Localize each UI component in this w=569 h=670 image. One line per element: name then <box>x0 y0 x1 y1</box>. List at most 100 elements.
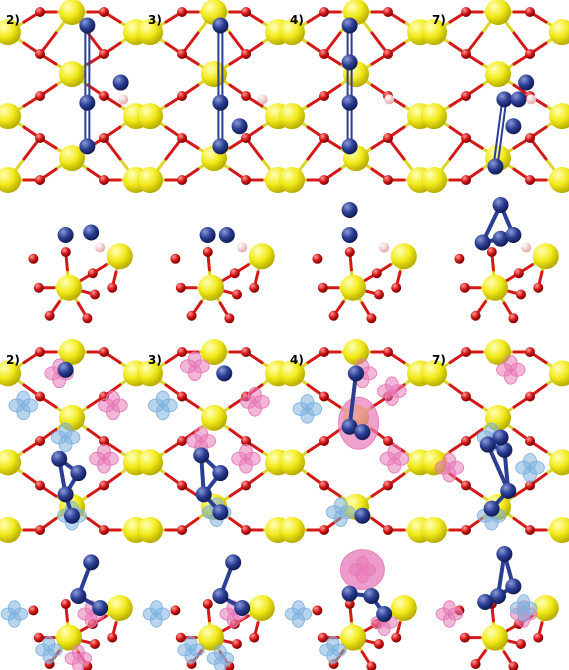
density-loss-lobe <box>155 403 170 421</box>
oxygen-atom <box>60 247 71 257</box>
lattice-atom <box>279 167 305 193</box>
adsorbate-atom <box>195 486 212 503</box>
oxygen-atom <box>249 282 260 293</box>
adsorbate-atom <box>492 429 509 446</box>
adsorbate-atom <box>212 94 229 111</box>
lattice-atom <box>485 0 511 25</box>
adsorbate-atom <box>492 197 509 213</box>
hydrogen-atom <box>379 242 390 253</box>
slab-atom <box>482 624 509 651</box>
adsorbate-atom <box>479 436 496 453</box>
oxygen-atom <box>461 133 471 143</box>
density-panel-2 <box>137 339 291 543</box>
slab-atom <box>340 624 367 651</box>
lattice-atom <box>0 360 21 387</box>
oxygen-atom <box>383 347 393 357</box>
oxygen-atom <box>344 247 355 257</box>
adsorbate-atom <box>57 486 74 503</box>
oxygen-atom <box>391 282 402 293</box>
top-panel-1 <box>0 0 149 193</box>
oxygen-atom <box>525 49 535 59</box>
lattice-atom <box>59 145 85 172</box>
oxygen-atom <box>170 253 181 264</box>
adsorbate-atom <box>218 227 235 243</box>
slab-atom <box>56 624 83 651</box>
hydrogen-atom <box>384 94 395 105</box>
adsorbate-atom <box>83 224 100 241</box>
adsorbate-atom <box>70 465 87 482</box>
adsorbate-atom <box>363 588 380 604</box>
panel-label-bottom_labels-4: 7) <box>432 353 446 367</box>
oxygen-atom <box>202 247 213 257</box>
oxygen-atom <box>99 91 109 101</box>
oxygen-atom <box>525 133 535 143</box>
oxygen-atom <box>319 436 329 446</box>
lattice-atom <box>485 61 511 88</box>
lattice-atom <box>59 0 85 25</box>
side-panel-3 <box>312 202 417 324</box>
oxygen-atom <box>229 268 240 279</box>
oxygen-atom <box>513 268 524 279</box>
density-gain-lobe <box>247 400 262 417</box>
oxygen-atom <box>461 49 471 59</box>
oxygen-atom <box>177 436 187 446</box>
oxygen-atom <box>89 289 100 300</box>
adsorbate-atom <box>341 138 358 155</box>
top-panel-4 <box>421 0 569 193</box>
oxygen-atom <box>202 599 213 609</box>
adsorbate-atom <box>231 118 248 135</box>
oxygen-atom <box>241 49 251 59</box>
oxygen-atom <box>533 282 544 293</box>
slab-atom <box>248 243 275 270</box>
density-loss-lobe <box>326 648 340 664</box>
oxygen-atom <box>107 282 118 293</box>
density-gain-lobe <box>442 465 457 483</box>
oxygen-atom <box>319 91 329 101</box>
slab-atom <box>56 274 83 301</box>
oxygen-atom <box>99 7 109 17</box>
oxygen-atom <box>99 175 109 185</box>
density-gain-lobe <box>71 656 85 670</box>
adsorbate-atom <box>79 138 96 155</box>
lattice-atom <box>201 339 227 365</box>
oxygen-atom <box>317 632 328 643</box>
oxygen-atom <box>28 605 39 616</box>
density-side-panel-2 <box>142 554 275 670</box>
oxygen-atom <box>35 436 45 446</box>
adsorbate-atom <box>496 441 513 458</box>
oxygen-atom <box>319 133 329 143</box>
oxygen-atom <box>486 247 497 257</box>
oxygen-atom <box>231 289 242 300</box>
oxygen-atom <box>35 91 45 101</box>
slab-atom <box>532 243 559 270</box>
density-loss-lobe <box>300 407 315 424</box>
density-loss-lobe <box>213 656 227 670</box>
oxygen-atom <box>525 525 535 535</box>
lattice-atom <box>201 61 227 88</box>
oxygen-atom <box>89 639 100 649</box>
oxygen-atom <box>175 632 186 643</box>
adsorbate-atom <box>83 554 100 571</box>
oxygen-atom <box>470 659 481 669</box>
adsorbate-bond <box>485 442 511 493</box>
panel-label-bottom_labels-1: 2) <box>6 353 20 367</box>
oxygen-atom <box>107 632 118 643</box>
adsorbate-atom <box>79 94 96 111</box>
oxygen-atom <box>177 49 187 59</box>
side-panel-1 <box>28 224 133 324</box>
lattice-atom <box>0 103 21 130</box>
lattice-atom <box>421 167 447 193</box>
oxygen-atom <box>459 632 470 643</box>
adsorbate-atom <box>505 227 522 243</box>
density-panel-4 <box>421 339 569 543</box>
oxygen-atom <box>515 639 526 649</box>
lattice-atom <box>0 517 21 543</box>
density-side-panel-1 <box>0 554 133 670</box>
density-gain-lobe <box>384 389 399 406</box>
slab-atom <box>390 595 417 621</box>
lattice-atom <box>485 339 511 365</box>
oxygen-atom <box>177 7 187 17</box>
oxygen-atom <box>99 347 109 357</box>
oxygen-atom <box>461 7 471 17</box>
